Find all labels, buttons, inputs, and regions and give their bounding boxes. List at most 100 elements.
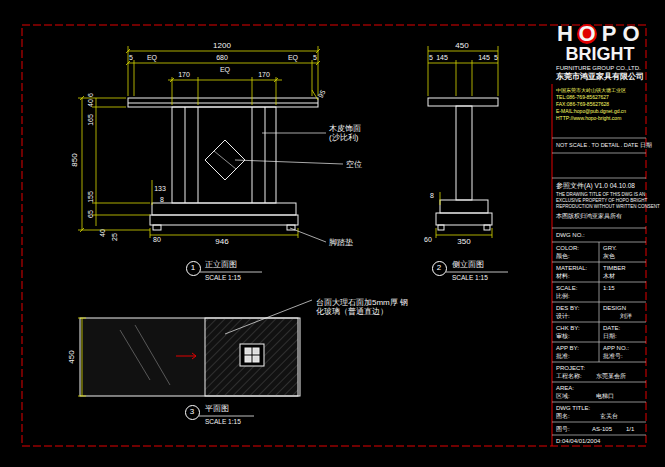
title-cell: 参照文件(A) V1.0 04.10.08	[556, 182, 635, 189]
dimension-text: 170	[178, 71, 190, 79]
title-cell: DES BY:	[556, 305, 579, 312]
dimension-text: 1200	[213, 42, 231, 51]
title-cell: DATE:	[603, 325, 620, 332]
address-line: TEL:086-769-85627627	[556, 95, 609, 101]
dimension-text: 5	[429, 54, 433, 62]
title-cell: 东莞某会所	[596, 373, 626, 380]
title-cell: 比例:	[556, 293, 570, 300]
view-title: 正立面图	[205, 261, 237, 270]
dimension-text: 65	[87, 210, 95, 218]
title-cell: AREA:	[556, 385, 574, 392]
title-cell: AS-105	[592, 426, 612, 433]
dimension-text: 40	[99, 229, 107, 237]
dimension-text: 8	[160, 196, 164, 204]
view-number-circle: 1	[186, 261, 201, 276]
material-callout: 空位	[346, 161, 362, 170]
title-cell: 电梯口	[596, 393, 614, 400]
title-cell: 日期:	[603, 333, 617, 340]
dimension-text: EQ	[220, 66, 230, 74]
title-cell: 设计:	[556, 313, 570, 320]
dimension-text: 145	[436, 54, 448, 62]
title-cell: 批准:	[556, 353, 570, 360]
address-line: E-MAIL:hopo@pub.dgnet.gd.cn	[556, 109, 626, 115]
title-cell: COLOR:	[556, 245, 579, 252]
note-line: 本图版权归鸿亚家具所有	[556, 213, 622, 220]
dimension-text: 80	[153, 236, 161, 244]
dimension-text: 40	[87, 99, 95, 107]
dimension-text: 165	[87, 114, 95, 126]
title-cell: DWG NO.:	[556, 232, 585, 239]
dimension-text: 350	[457, 238, 470, 247]
callout-number: 3	[190, 408, 194, 416]
view-title: 平面图	[205, 405, 229, 414]
note-line: THE DRAWING TITLE OF THIS DWG IS AN	[556, 193, 645, 198]
view-scale: SCALE 1:15	[205, 274, 241, 281]
title-cell: APP BY:	[556, 345, 579, 352]
title-cell: 区域:	[556, 393, 570, 400]
title-cell: CHK BY:	[556, 325, 580, 332]
logo-letter: O	[622, 22, 639, 46]
dimension-text: 946	[215, 238, 228, 247]
dimension-text: 5	[313, 54, 317, 62]
dimension-text: 450	[68, 350, 77, 363]
dimension-text: 850	[71, 153, 80, 166]
title-cell: 颜色:	[556, 253, 570, 260]
title-cell: 木材	[603, 273, 615, 280]
address-line: 中国东莞市大岭山镇大塘工业区	[556, 88, 626, 94]
title-cell: GRY.	[603, 245, 617, 252]
dimension-text: 145	[478, 54, 490, 62]
company-name: FURNITURE GROUP CO.,LTD.	[556, 65, 641, 72]
title-cell: SCALE:	[556, 285, 577, 292]
view-number-circle: 3	[185, 405, 200, 420]
dimension-text: 5	[494, 54, 498, 62]
dimension-text: 5	[129, 54, 133, 62]
title-cell: NOT SCALE . TO DETAIL . DATE 日期	[556, 142, 652, 148]
dimension-text: 25	[111, 233, 119, 241]
title-cell: 玄关台	[600, 413, 618, 420]
title-cell: PROJECT:	[556, 365, 585, 372]
view-scale: SCALE 1:15	[205, 418, 241, 425]
dimension-text: EQ	[147, 54, 157, 62]
address-line: FAX:086-769-85627628	[556, 102, 609, 108]
company-name: 东莞市鸿亚家具有限公司	[556, 73, 644, 82]
title-cell: 工程名称:	[556, 373, 582, 380]
title-cell: DWG TITLE:	[556, 405, 590, 412]
logo-letter: H	[557, 22, 573, 46]
title-cell: 批准号:	[603, 353, 623, 360]
title-cell: 材料:	[556, 273, 570, 280]
view-number-circle: 2	[432, 261, 447, 276]
view-title: 侧立面图	[452, 261, 484, 270]
dimension-text: EQ	[288, 54, 298, 62]
title-cell: APP NO.:	[603, 345, 629, 352]
dimension-text: 170	[258, 71, 270, 79]
dimension-text: 680	[216, 54, 228, 62]
title-cell: 刘洋	[620, 313, 632, 320]
logo-word: BRIGHT	[566, 45, 635, 65]
title-cell: 灰色	[603, 253, 615, 260]
title-cell: 图号:	[556, 426, 570, 433]
material-callout: 脚踏垫	[329, 239, 353, 248]
title-cell: MATERIAL:	[556, 265, 587, 272]
material-callout: 木皮饰面 (沙比利)	[329, 125, 373, 143]
note-line: REPRODUCTION WITHOUT WRITTEN CONSENT	[556, 205, 660, 210]
view-scale: SCALE 1:15	[452, 274, 488, 281]
title-cell: 1/1	[626, 426, 634, 433]
dimension-text: 450	[455, 42, 468, 51]
title-cell: 1:15	[603, 285, 615, 292]
dimension-text: 133	[154, 185, 166, 193]
title-cell: 图名:	[556, 413, 570, 420]
callout-number: 1	[191, 264, 195, 272]
title-cell: TIMBER	[603, 265, 626, 272]
dimension-text: 8	[430, 192, 434, 200]
logo-letter: P	[602, 22, 617, 46]
title-cell: 审核:	[556, 333, 570, 340]
title-cell: DESIGN	[603, 305, 626, 312]
title-cell: D:04/04/01/2004	[556, 438, 600, 445]
address-line: HTTP://www.hopo-bright.com	[556, 116, 621, 122]
callout-number: 2	[437, 264, 441, 272]
dimension-text: 155	[87, 191, 95, 203]
material-callout: 台面大理石面加5mm厚 钢化玻璃（普通直边）	[316, 299, 408, 317]
dimension-text: 60	[424, 236, 432, 244]
note-line: EXCLUSIVE PROPERTY OF HOPO BRIGHT	[556, 199, 647, 204]
